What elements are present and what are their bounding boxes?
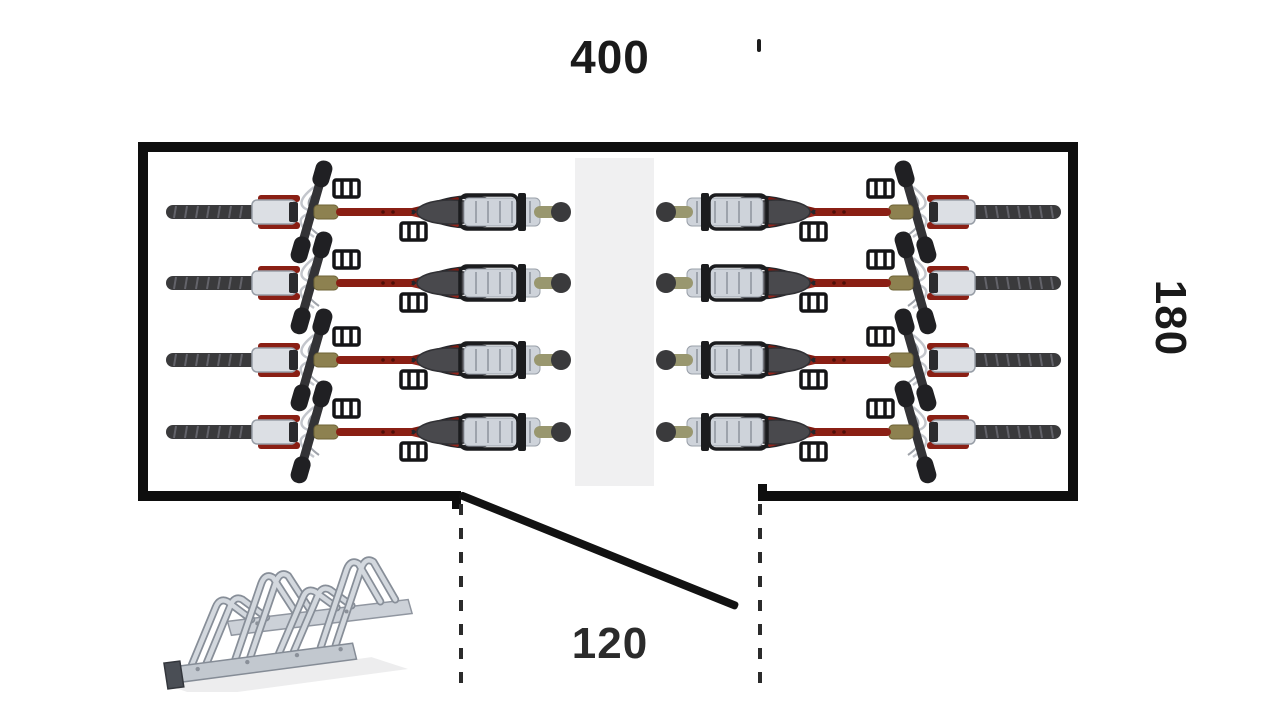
door-jamb-right — [758, 484, 767, 501]
wall-left — [138, 142, 148, 501]
center-aisle — [575, 158, 654, 486]
wall-bottom-right-segment — [758, 491, 1078, 501]
dimension-label-room-depth: 180 — [1146, 279, 1195, 357]
dimension-tick-mark — [757, 39, 761, 52]
wall-top — [138, 142, 1078, 152]
dimension-label-room-width: 400 — [570, 31, 650, 83]
bicycle-left-4 — [162, 377, 572, 487]
door-extent-dashed-line-left — [459, 504, 463, 688]
wall-bottom-left-segment — [138, 491, 461, 501]
door-extent-dashed-line-right — [758, 504, 762, 688]
door-swing-line — [458, 491, 740, 611]
wall-right — [1068, 142, 1078, 501]
dimension-label-door-width: 120 — [571, 619, 649, 668]
bike-rack-3d-icon — [163, 556, 414, 692]
bicycle-right-4 — [655, 377, 1065, 487]
door-jamb-left — [452, 491, 461, 509]
